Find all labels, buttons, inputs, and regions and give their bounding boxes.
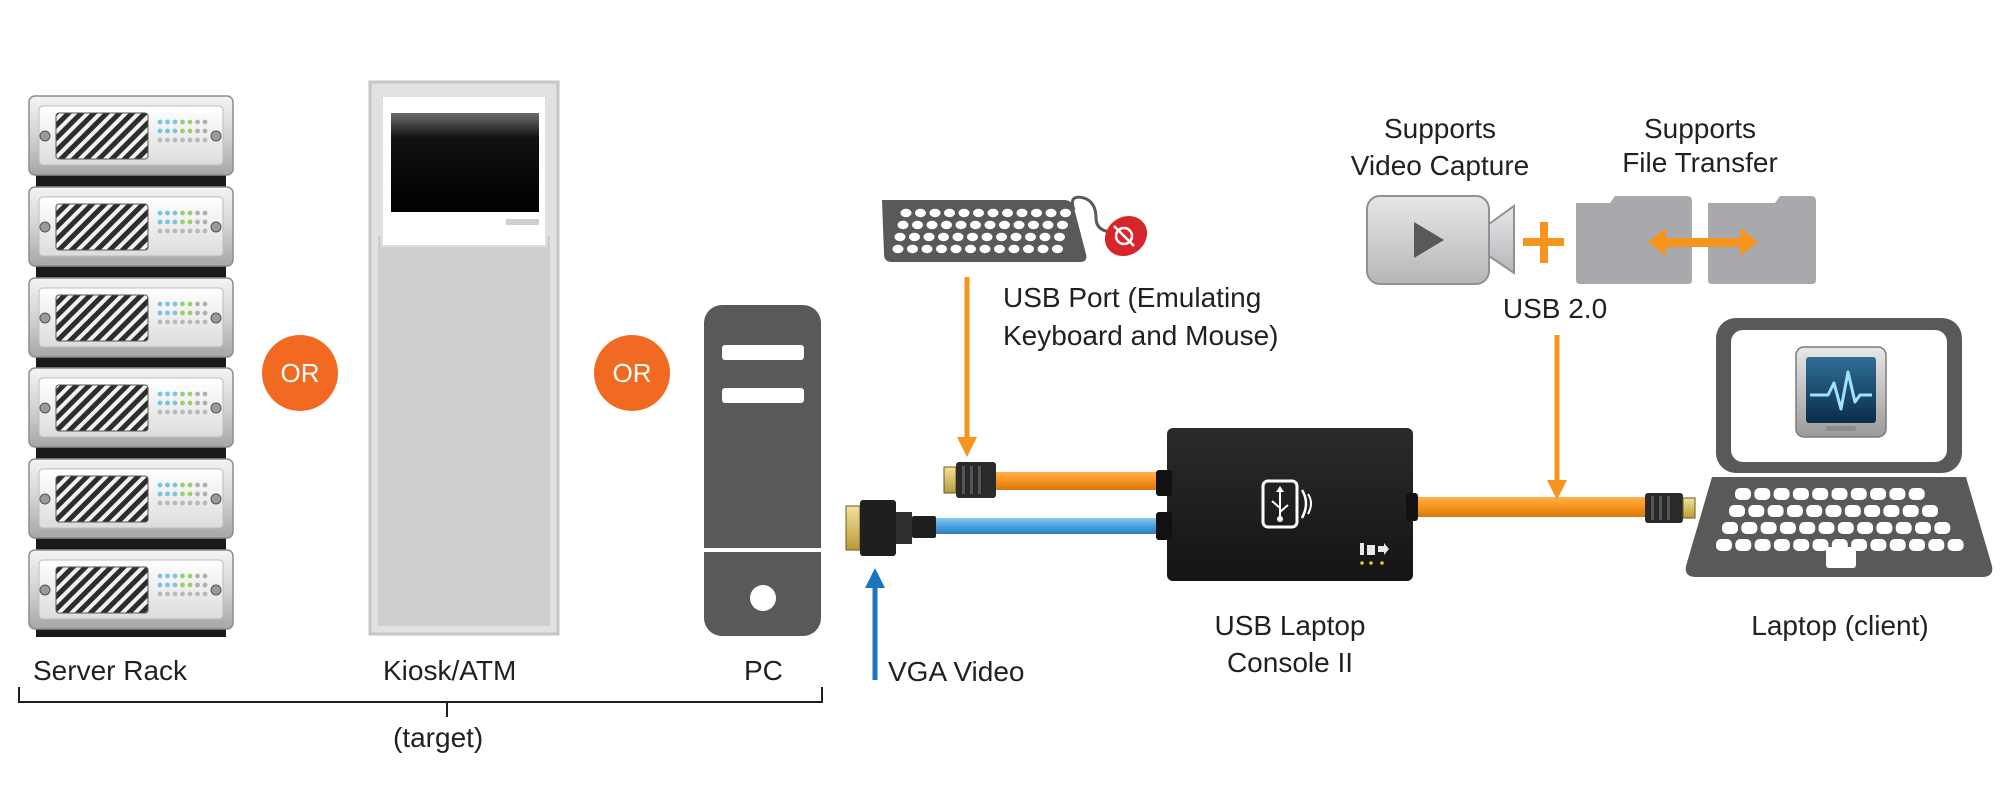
pc-label: PC [744,655,783,686]
pc-case [704,305,821,636]
kiosk-card-slot [506,219,539,225]
usb-plug-right [1645,493,1696,523]
server-unit [28,186,234,267]
file-transfer-label-line2: File Transfer [1622,147,1778,178]
vga-plug [845,500,936,556]
kiosk-atm-label: Kiosk/ATM [383,655,517,686]
console-label-line2: Console II [1226,647,1354,678]
vga-video-label: VGA Video [888,656,1025,687]
video-capture-label-line2: Video Capture [1350,150,1530,181]
kiosk-lower-panel [378,236,550,626]
laptop-client-label: Laptop (client) [1751,610,1929,641]
video-camera-icon [1366,195,1515,285]
server-unit [28,367,234,448]
usb-laptop-console-device [1156,428,1418,581]
pc-power-button-icon [750,585,776,611]
server-unit [28,549,234,630]
server-unit [28,277,234,358]
usb20-label: USB 2.0 [1502,293,1608,324]
or-badge-2: OR [594,335,670,411]
server-unit [28,95,234,176]
vga-cable-blue [930,518,1160,534]
pc-divider [704,548,821,552]
pc-drive-bay-2 [722,388,804,403]
target-bracket [18,687,823,717]
usb-plug-left [943,462,996,498]
usb-logo-icon [1261,479,1312,529]
video-capture-label-line1: Supports [1383,113,1497,144]
laptop-trackpad [1826,547,1856,568]
status-led-icons [1360,543,1389,565]
target-label: (target) [393,722,484,753]
pc-tower [704,305,821,636]
plus-icon [1523,222,1564,263]
server-rack-label: Server Rack [33,655,188,686]
kiosk-atm [368,80,560,636]
pc-drive-bay-1 [722,345,804,360]
mouse-icon [1070,195,1148,257]
server-rack [28,95,234,637]
kiosk-screen [391,113,539,212]
usb-port-label-line1: USB Port (Emulating [1003,282,1262,313]
laptop-client [1685,318,1993,577]
server-unit [28,458,234,539]
or-badge-1: OR [262,335,338,411]
file-transfer-arrow-icon [1648,228,1758,256]
usb-cable-orange [990,472,1648,517]
folder-icon-right [1708,196,1816,284]
keyboard-icon [882,200,1087,262]
file-transfer-label-line1: Supports [1643,113,1757,144]
usb-port-label-line2: Keyboard and Mouse) [1003,320,1279,351]
console-label-line1: USB Laptop [1214,610,1366,641]
folder-icon-left [1576,196,1692,284]
activity-monitor-icon [1795,346,1887,438]
